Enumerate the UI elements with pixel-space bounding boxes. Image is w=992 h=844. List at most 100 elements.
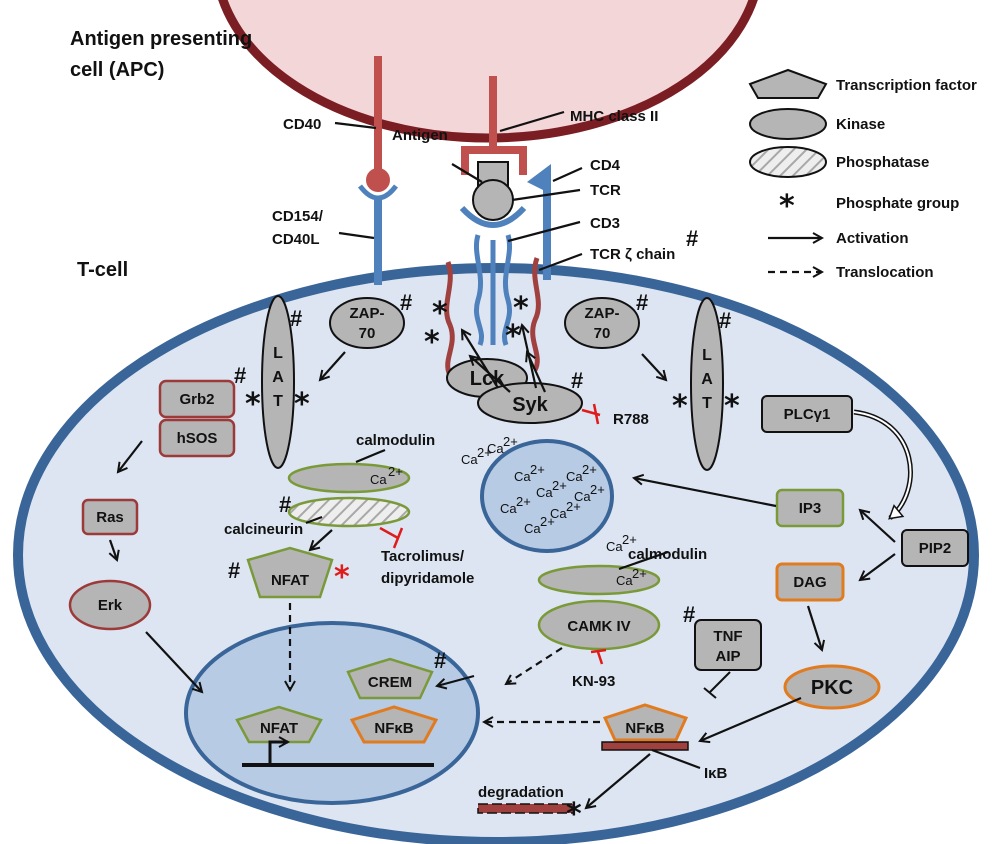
nfkb-nucleus-label: NFκB — [374, 720, 413, 737]
plcg1-box — [761, 395, 853, 433]
syk-kinase — [477, 382, 583, 424]
er-ca-7-sup: 2+ — [516, 494, 531, 509]
nfat-nucleus-shape — [235, 705, 323, 744]
calcineurin-hash: # — [279, 492, 291, 517]
dag-label: DAG — [793, 574, 826, 591]
pip2-box — [901, 529, 969, 567]
zap70-right-line2: 70 — [594, 325, 611, 342]
zeta-star-3: * — [513, 291, 529, 326]
er-ca-1: Ca — [461, 452, 478, 467]
lat-left-star-b: * — [294, 387, 310, 422]
zap70-left-hash: # — [400, 290, 412, 315]
ca-left-sup: 2+ — [388, 464, 403, 479]
nfat-hash: # — [228, 558, 240, 583]
camk4-label: CAMK IV — [567, 618, 630, 635]
lat-left-a: A — [272, 369, 284, 386]
nfkb-cytoplasm-shape — [602, 703, 689, 742]
nfkb-nucleus-shape — [349, 705, 439, 744]
tacrolimus-line2: dipyridamole — [381, 570, 474, 587]
zap70-right — [564, 297, 640, 349]
pip2-label: PIP2 — [919, 540, 952, 557]
ca-right-label: Ca — [616, 573, 633, 588]
plcg1-pip2-arrow-fill — [853, 411, 912, 520]
calmodulin-left — [287, 462, 411, 494]
crem-shape — [346, 657, 434, 700]
degraded-ikb — [477, 803, 575, 814]
legend-transcription-factor: Transcription factor — [836, 77, 977, 94]
tcr-label: TCR — [590, 182, 621, 199]
ikb-bar — [601, 741, 689, 751]
lat-right — [690, 297, 724, 471]
er-ca-9: Ca — [524, 521, 541, 536]
er-ca-2-sup: 2+ — [503, 434, 518, 449]
cd154-label-line2: CD40L — [272, 231, 320, 248]
legend-phosphatase: Phosphatase — [836, 154, 929, 171]
apc-cell — [218, 0, 758, 143]
er-ca-1-sup: 2+ — [477, 445, 492, 460]
er-ca-2: Ca — [487, 441, 504, 456]
legend-kinase: Kinase — [836, 116, 885, 133]
er-ca-8: Ca — [550, 506, 567, 521]
mhc-class-ii — [461, 76, 527, 175]
plcg1-label: PLCγ1 — [784, 406, 831, 423]
grb2-label: Grb2 — [179, 391, 214, 408]
legend-shapes — [748, 68, 828, 272]
cd3-chains — [474, 234, 512, 346]
camk4-kinase — [537, 599, 661, 651]
tcr-receptor — [459, 179, 527, 228]
crem-hash: # — [434, 648, 446, 673]
antigen-label: Antigen — [392, 127, 448, 144]
ras-label: Ras — [96, 509, 124, 526]
tcell-label: T-cell — [77, 259, 128, 281]
tcell-membrane — [13, 263, 979, 844]
zap70-left-line2: 70 — [359, 325, 376, 342]
er-ca-4: Ca — [566, 469, 583, 484]
zap70-right-hash: # — [636, 290, 648, 315]
ca-right-sup: 2+ — [632, 566, 647, 581]
free-ca-sup: 2+ — [622, 532, 637, 547]
hsos-label: hSOS — [177, 430, 218, 447]
inhibitors — [379, 403, 731, 699]
legend-translocation: Translocation — [836, 264, 934, 281]
r788-label: R788 — [613, 411, 649, 428]
nfat-nucleus-label: NFAT — [260, 720, 298, 737]
lat-left-l: L — [273, 345, 283, 362]
calmodulin-right — [537, 564, 661, 596]
cd154-receptor — [358, 184, 398, 285]
degradation-label: degradation — [478, 784, 564, 801]
er-ca-9-sup: 2+ — [540, 514, 555, 529]
calcineurin-label: calcineurin — [224, 521, 303, 538]
erk-kinase — [68, 579, 152, 631]
lat-right-l: L — [702, 347, 712, 364]
er-ca-7: Ca — [500, 501, 517, 516]
activation-arrows — [110, 325, 896, 808]
lat-right-hash: # — [719, 308, 731, 333]
er-ca-6-sup: 2+ — [590, 482, 605, 497]
tnfaip-line1: TNF — [713, 628, 742, 645]
tnfaip-line2: AIP — [715, 648, 740, 665]
zeta-star-2: * — [424, 325, 440, 360]
ip3-label: IP3 — [799, 500, 822, 517]
er-ca-4-sup: 2+ — [582, 462, 597, 477]
zeta-star-1: * — [432, 296, 448, 331]
syk-label: Syk — [512, 394, 548, 416]
lat-right-t: T — [702, 395, 712, 412]
zap70-right-line1: ZAP- — [585, 305, 620, 322]
er-calcium-store — [480, 439, 614, 553]
cd40-label: CD40 — [283, 116, 321, 133]
nfkb-cytoplasm-label: NFκB — [625, 720, 664, 737]
cd4-label: CD4 — [590, 157, 621, 174]
er-ca-3: Ca — [514, 469, 531, 484]
legend-phosphatase-shape — [749, 146, 827, 178]
ikb-label: IκB — [704, 765, 728, 782]
er-ca-5: Ca — [536, 485, 553, 500]
hsos-box — [158, 418, 236, 458]
legend-phosphate-group: Phosphate group — [836, 195, 959, 212]
er-ca-5-sup: 2+ — [552, 478, 567, 493]
grb2-hash: # — [234, 363, 246, 388]
syk-hash: # — [571, 368, 583, 393]
lat-right-star-a: * — [672, 389, 688, 424]
legend-activation: Activation — [836, 230, 909, 247]
calmodulin-left-label: calmodulin — [356, 432, 435, 449]
